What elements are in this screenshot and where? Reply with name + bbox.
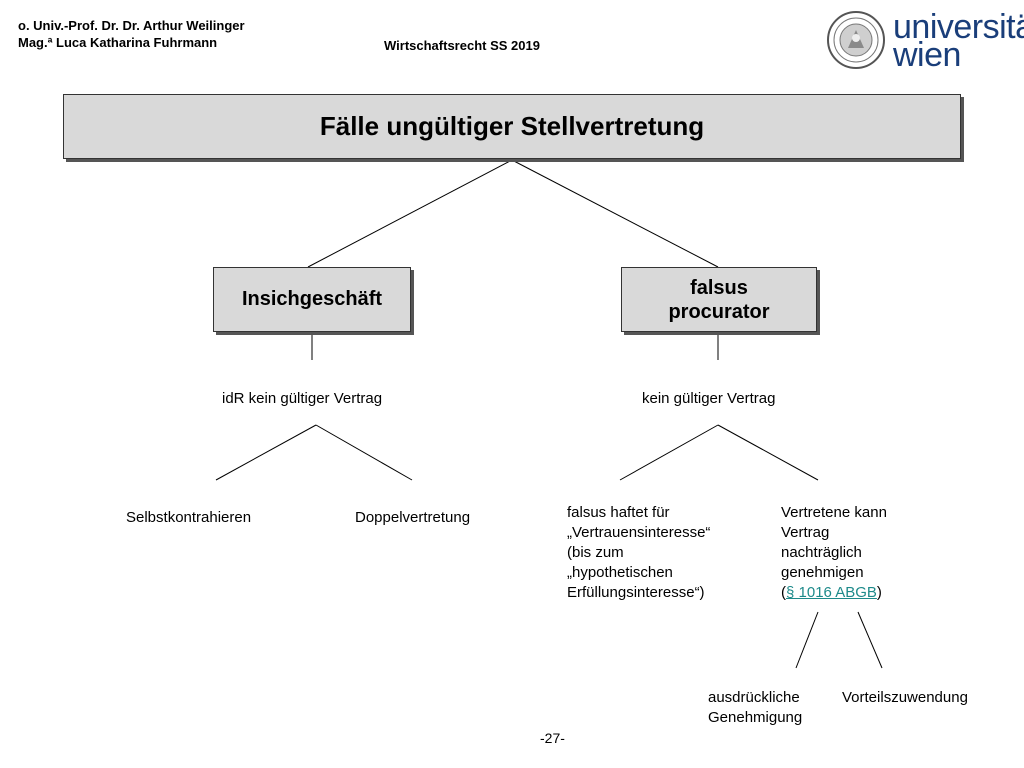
university-seal-icon <box>826 10 886 70</box>
ausdrueckliche-genehmigung-label: ausdrückliche Genehmigung <box>708 688 802 728</box>
left-result-label: idR kein gültiger Vertrag <box>222 390 383 407</box>
connector-left-child2 <box>315 424 413 481</box>
diagram-title: Fälle ungültiger Stellvertretung <box>319 111 705 141</box>
insichgeschaeft-label: Insichgeschäft <box>241 288 383 310</box>
vertretene-line4: genehmigen <box>781 564 864 581</box>
connector-title-left <box>307 159 513 268</box>
paren-close: ) <box>876 584 882 601</box>
abgb-link[interactable]: § 1016 ABGB <box>786 584 877 601</box>
diagram-title-box: Fälle ungültiger Stellvertretung <box>63 94 961 159</box>
connector-title-right <box>511 159 719 268</box>
falsus-haftet-label: falsus haftet für „Vertrauensinteresse“ … <box>567 503 710 603</box>
falsus-procurator-line2: procurator <box>668 300 770 323</box>
falsus-haftet-line3: (bis zum <box>567 544 624 561</box>
ausdrueckliche-line2: Genehmigung <box>708 709 803 726</box>
connector-right-child1 <box>619 424 719 481</box>
logo-text-line2: wien <box>893 36 961 74</box>
paren-open: ( <box>781 584 786 601</box>
vertretene-kann-label: Vertretene kann Vertrag nachträglich gen… <box>781 503 887 603</box>
connector-left-child1 <box>215 424 317 481</box>
insichgeschaeft-box: Insichgeschäft <box>213 267 411 332</box>
connector-genehmigen-b <box>857 611 883 669</box>
header-author-1: o. Univ.-Prof. Dr. Dr. Arthur Weilinger <box>18 18 245 33</box>
vertretene-line2: Vertrag <box>781 524 830 541</box>
page-number: -27- <box>540 730 565 746</box>
falsus-procurator-line1: falsus <box>690 276 748 299</box>
logo-text-line1: universität <box>893 8 1024 46</box>
ausdrueckliche-line1: ausdrückliche <box>708 689 800 706</box>
connector-genehmigen-a <box>795 611 819 669</box>
vertretene-line5: (§ 1016 ABGB) <box>781 583 887 603</box>
vertretene-line1: Vertretene kann <box>781 504 887 521</box>
selbstkontrahieren-label: Selbstkontrahieren <box>126 509 252 526</box>
vorteilszuwendung-label: Vorteilszuwendung <box>842 689 968 706</box>
header-author-2: Mag.ª Luca Katharina Fuhrmann <box>18 35 218 50</box>
vertretene-line3: nachträglich <box>781 544 862 561</box>
falsus-procurator-box: falsus procurator <box>621 267 817 332</box>
falsus-haftet-line5: Erfüllungsinteresse“) <box>567 584 705 601</box>
doppelvertretung-label: Doppelvertretung <box>355 509 471 526</box>
falsus-haftet-line2: „Vertrauensinteresse“ <box>567 524 711 541</box>
header-course: Wirtschaftsrecht SS 2019 <box>384 38 540 53</box>
right-result-label: kein gültiger Vertrag <box>642 390 776 407</box>
falsus-haftet-line1: falsus haftet für <box>567 504 670 521</box>
falsus-haftet-line4: „hypothetischen <box>567 564 673 581</box>
connector-right-child2 <box>717 424 819 481</box>
